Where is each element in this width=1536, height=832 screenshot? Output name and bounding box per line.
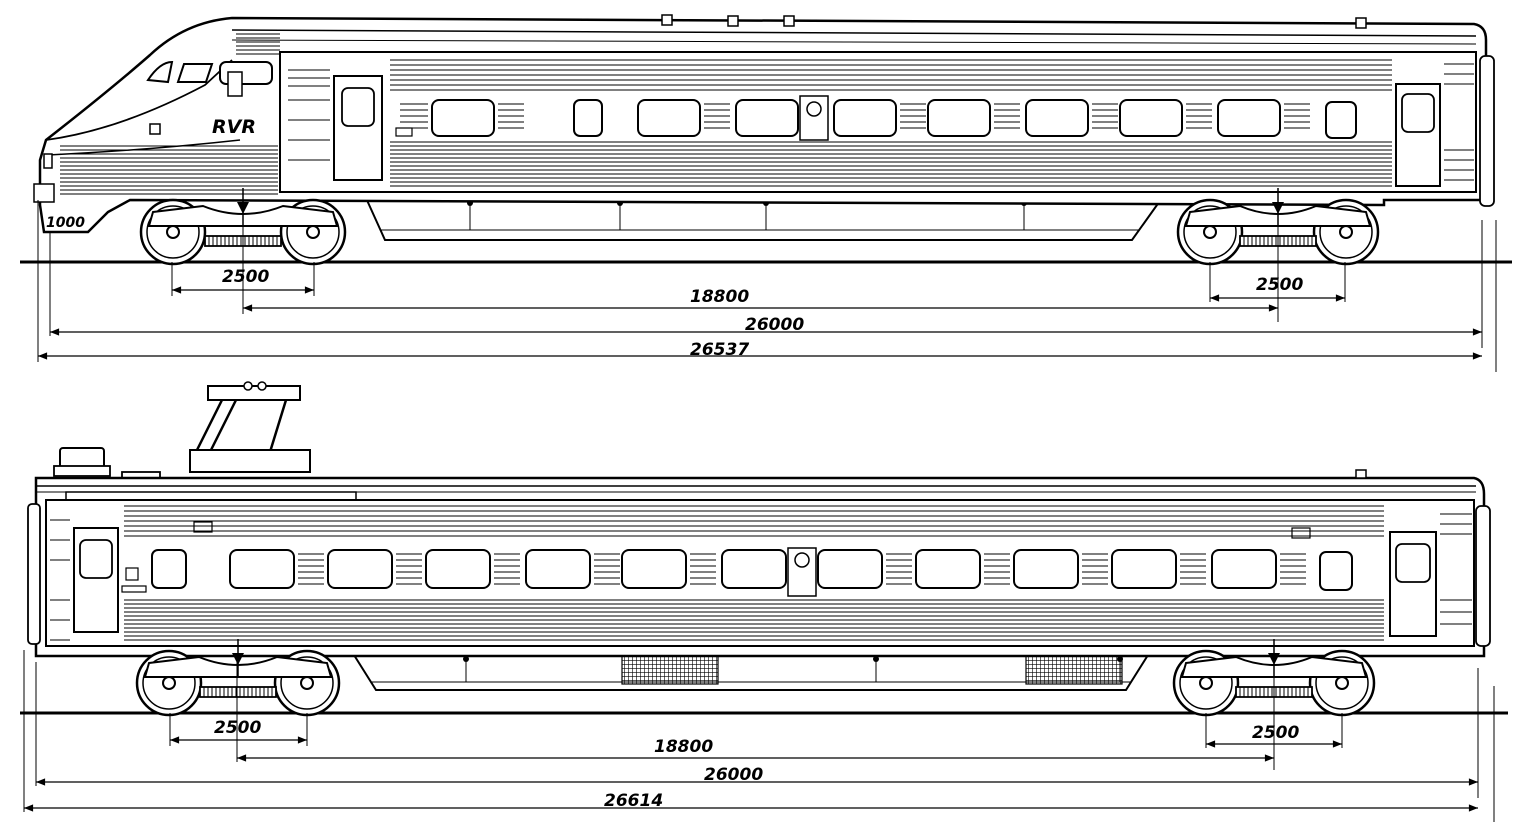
ventilation-grille-left	[621, 655, 719, 685]
head-car-dimensions: 2500 2500 18800 26000 26537	[37, 200, 1497, 372]
dim-label-bogie-centers-lower: 18800	[654, 737, 713, 757]
dim-label-wheelbase-left-lower: 2500	[214, 718, 261, 738]
motor-car: 2500 2500 18800 26000 26614	[20, 381, 1508, 822]
emblem	[799, 95, 829, 141]
bogie	[135, 639, 341, 717]
dim-label-overall-length: 26537	[690, 340, 749, 360]
car-number-label: 1000	[46, 215, 85, 231]
car-brand-label: RVR	[212, 116, 256, 138]
dim-label-bogie-centers: 18800	[690, 287, 749, 307]
dim-label-overall-length-lower: 26614	[604, 791, 663, 811]
dim-label-wheelbase-right: 2500	[1256, 275, 1303, 295]
dim-label-body-length-lower: 26000	[704, 765, 763, 785]
cab-marker-lamp	[149, 123, 161, 135]
dim-label-wheelbase-left: 2500	[222, 267, 269, 287]
motor-car-dimensions: 2500 2500 18800 26000 26614	[23, 650, 1495, 822]
dim-label-wheelbase-right-lower: 2500	[1252, 723, 1299, 743]
emblem-lower	[787, 547, 817, 597]
ventilation-grille-right	[1025, 655, 1123, 685]
pantograph	[189, 381, 311, 473]
dim-label-body-length: 26000	[745, 315, 804, 335]
bogie	[1176, 188, 1380, 266]
head-car: RVR 1000	[20, 14, 1512, 372]
